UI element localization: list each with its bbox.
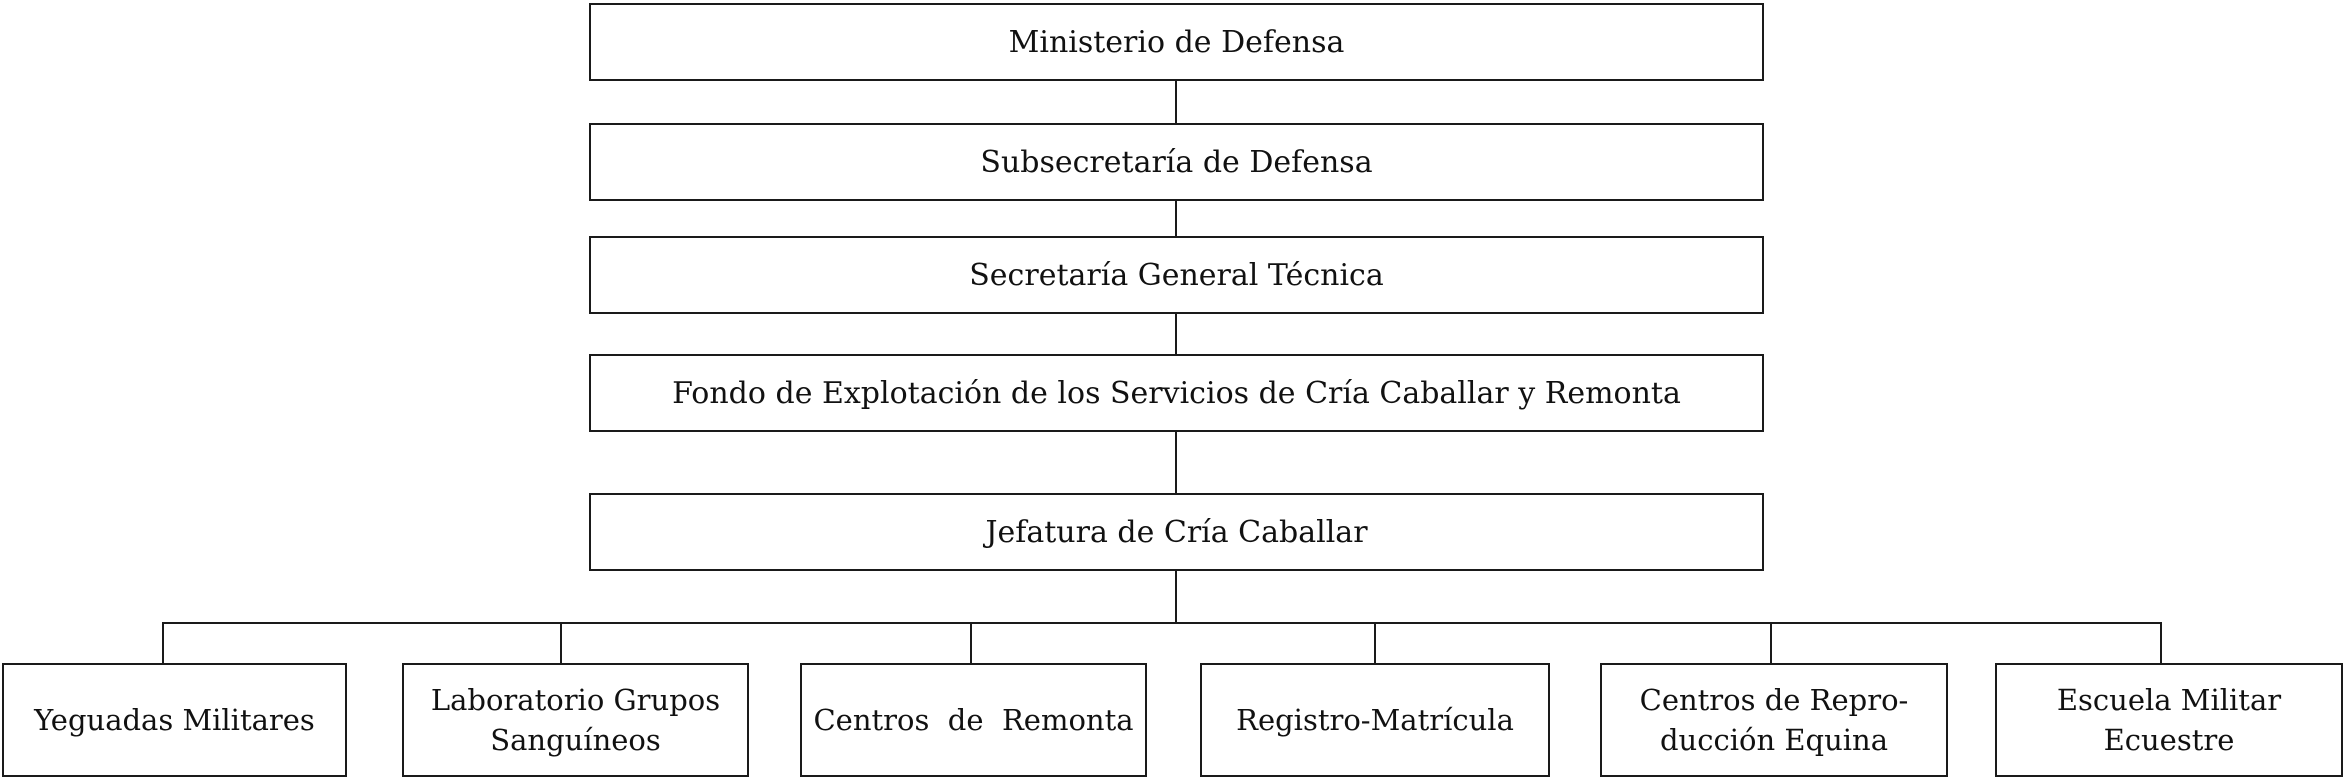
leaf-centros-de-reproduccion-equina: Centros de Repro- ducción Equina <box>1600 663 1948 777</box>
connector-stub-3 <box>970 622 972 663</box>
leaf-label-line: Centros de Repro- <box>1639 683 1909 717</box>
leaf-label-line: Sanguíneos <box>490 723 661 757</box>
node-jefatura-de-cria-caballar: Jefatura de Cría Caballar <box>589 493 1764 571</box>
leaf-escuela-militar-ecuestre: Escuela Militar Ecuestre <box>1995 663 2343 777</box>
node-label: Jefatura de Cría Caballar <box>985 514 1368 550</box>
leaf-label-line: Escuela Militar <box>2056 683 2282 717</box>
connector-stub-6 <box>2160 622 2162 663</box>
node-label: Subsecretaría de Defensa <box>980 144 1373 180</box>
node-ministerio-de-defensa: Ministerio de Defensa <box>589 3 1764 81</box>
connector-stub-2 <box>560 622 562 663</box>
connector-stub-4 <box>1374 622 1376 663</box>
connector-chain-4 <box>1175 432 1177 493</box>
connector-chain-1 <box>1175 81 1177 123</box>
connector-bus <box>162 622 2162 624</box>
leaf-yeguadas-militares: Yeguadas Militares <box>2 663 347 777</box>
node-subsecretaria-de-defensa: Subsecretaría de Defensa <box>589 123 1764 201</box>
leaf-label-line: ducción Equina <box>1659 723 1888 757</box>
leaf-label-line: Centros de Remonta <box>813 703 1134 737</box>
leaf-label-line: Ecuestre <box>2103 723 2235 757</box>
leaf-label-line: Yeguadas Militares <box>34 703 315 737</box>
connector-stub-1 <box>162 622 164 663</box>
node-fondo-de-explotacion: Fondo de Explotación de los Servicios de… <box>589 354 1764 432</box>
connector-trunk <box>1175 571 1177 624</box>
connector-stub-5 <box>1770 622 1772 663</box>
node-secretaria-general-tecnica: Secretaría General Técnica <box>589 236 1764 314</box>
node-label: Fondo de Explotación de los Servicios de… <box>672 375 1681 411</box>
leaf-label-line: Laboratorio Grupos <box>430 683 721 717</box>
node-label: Ministerio de Defensa <box>1008 24 1345 60</box>
leaf-label-line: Registro-Matrícula <box>1236 703 1514 737</box>
leaf-laboratorio-grupos-sanguineos: Laboratorio Grupos Sanguíneos <box>402 663 749 777</box>
leaf-registro-matricula: Registro-Matrícula <box>1200 663 1550 777</box>
leaf-centros-de-remonta: Centros de Remonta <box>800 663 1147 777</box>
connector-chain-3 <box>1175 314 1177 354</box>
node-label: Secretaría General Técnica <box>969 257 1384 293</box>
connector-chain-2 <box>1175 201 1177 236</box>
